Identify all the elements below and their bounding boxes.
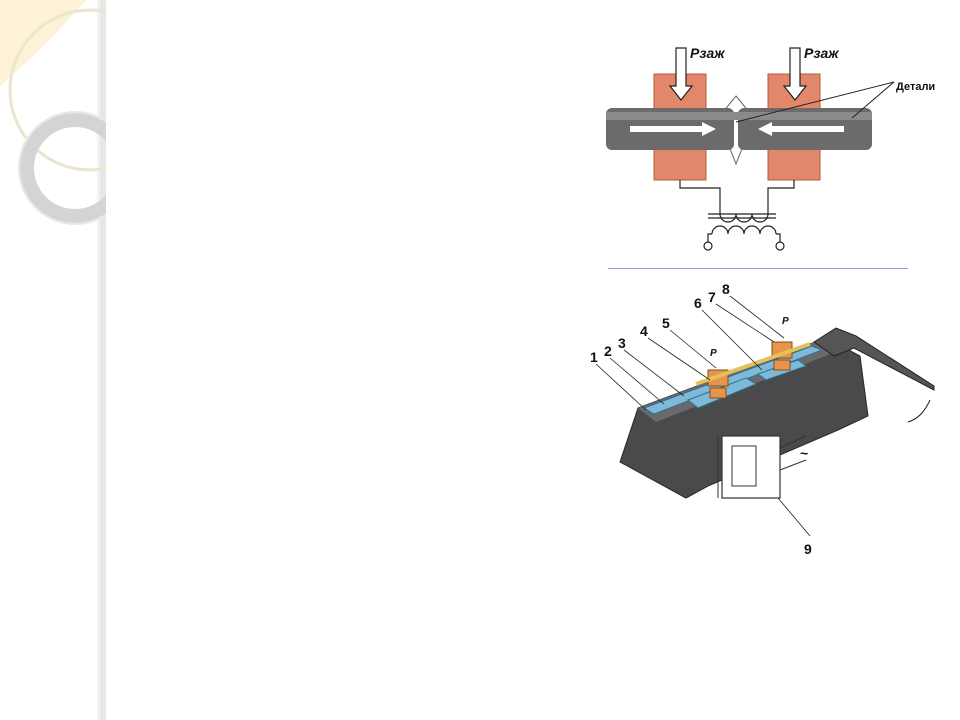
- left-force-arrow-icon: [668, 47, 694, 101]
- decorative-rings: [0, 0, 106, 720]
- callout-leader-6: [701, 309, 763, 371]
- callout-leader-9: [777, 497, 811, 537]
- terminal-left-icon: [703, 241, 713, 251]
- callout-leader-4: [647, 337, 711, 381]
- left-lead-wire: [679, 180, 721, 214]
- secondary-winding-icon: [719, 213, 769, 223]
- ring-grey: [20, 113, 106, 223]
- callout-4: 4: [640, 323, 648, 339]
- butt-welding-machine: ~ P P 1 2 3 4 5 6 7 8 9: [578, 276, 948, 566]
- right-force-label: Рзаж: [804, 45, 839, 61]
- callout-7: 7: [708, 289, 716, 305]
- transformer-window: [731, 445, 757, 487]
- ac-symbol: ~: [800, 445, 808, 461]
- butt-welding-scheme: Рзаж Рзаж Детали: [596, 38, 956, 258]
- left-inward-arrow: [630, 122, 716, 136]
- parts-leader-right: [851, 81, 895, 119]
- callout-6: 6: [694, 295, 702, 311]
- primary-lead-left: [707, 233, 712, 242]
- force-mark-right: P: [782, 316, 789, 327]
- ring-large: [8, 8, 106, 172]
- primary-winding-icon: [711, 225, 777, 235]
- clamp-left-lower: [709, 387, 727, 399]
- callout-2: 2: [604, 343, 612, 359]
- right-lead-wire: [767, 180, 795, 214]
- workpiece-rod: [695, 342, 811, 386]
- callout-leader-3: [623, 349, 685, 397]
- corner-wedge: [0, 0, 86, 86]
- rod-highlight: [606, 112, 872, 120]
- mains-wire-2: [779, 459, 807, 471]
- parts-leader-left: [735, 81, 895, 123]
- callout-3: 3: [618, 335, 626, 351]
- decorative-side-strip: [0, 0, 106, 720]
- figure-divider: [608, 268, 908, 269]
- mains-wire-1: [779, 435, 807, 449]
- callout-leader-1: [595, 363, 647, 411]
- callout-leader-5: [669, 329, 717, 369]
- callout-5: 5: [662, 315, 670, 331]
- primary-lead-right: [776, 233, 781, 242]
- ring-grey-outer: [18, 111, 106, 225]
- parts-label: Детали: [896, 81, 935, 93]
- callout-leader-8: [729, 295, 785, 339]
- strip-edge: [100, 0, 106, 720]
- callout-1: 1: [590, 349, 598, 365]
- lever-motion-arrow-icon: [907, 399, 931, 423]
- callout-leader-7: [715, 303, 775, 343]
- control-lever: [813, 327, 935, 391]
- force-mark-left: P: [710, 348, 717, 359]
- callout-9: 9: [804, 541, 812, 557]
- left-force-label: Рзаж: [690, 45, 725, 61]
- terminal-right-icon: [775, 241, 785, 251]
- clamp-right-lower: [773, 359, 791, 371]
- right-inward-arrow: [758, 122, 844, 136]
- strip-edge-shade: [97, 0, 100, 720]
- callout-leader-2: [609, 357, 665, 405]
- right-force-arrow-icon: [782, 47, 808, 101]
- callout-8: 8: [722, 281, 730, 297]
